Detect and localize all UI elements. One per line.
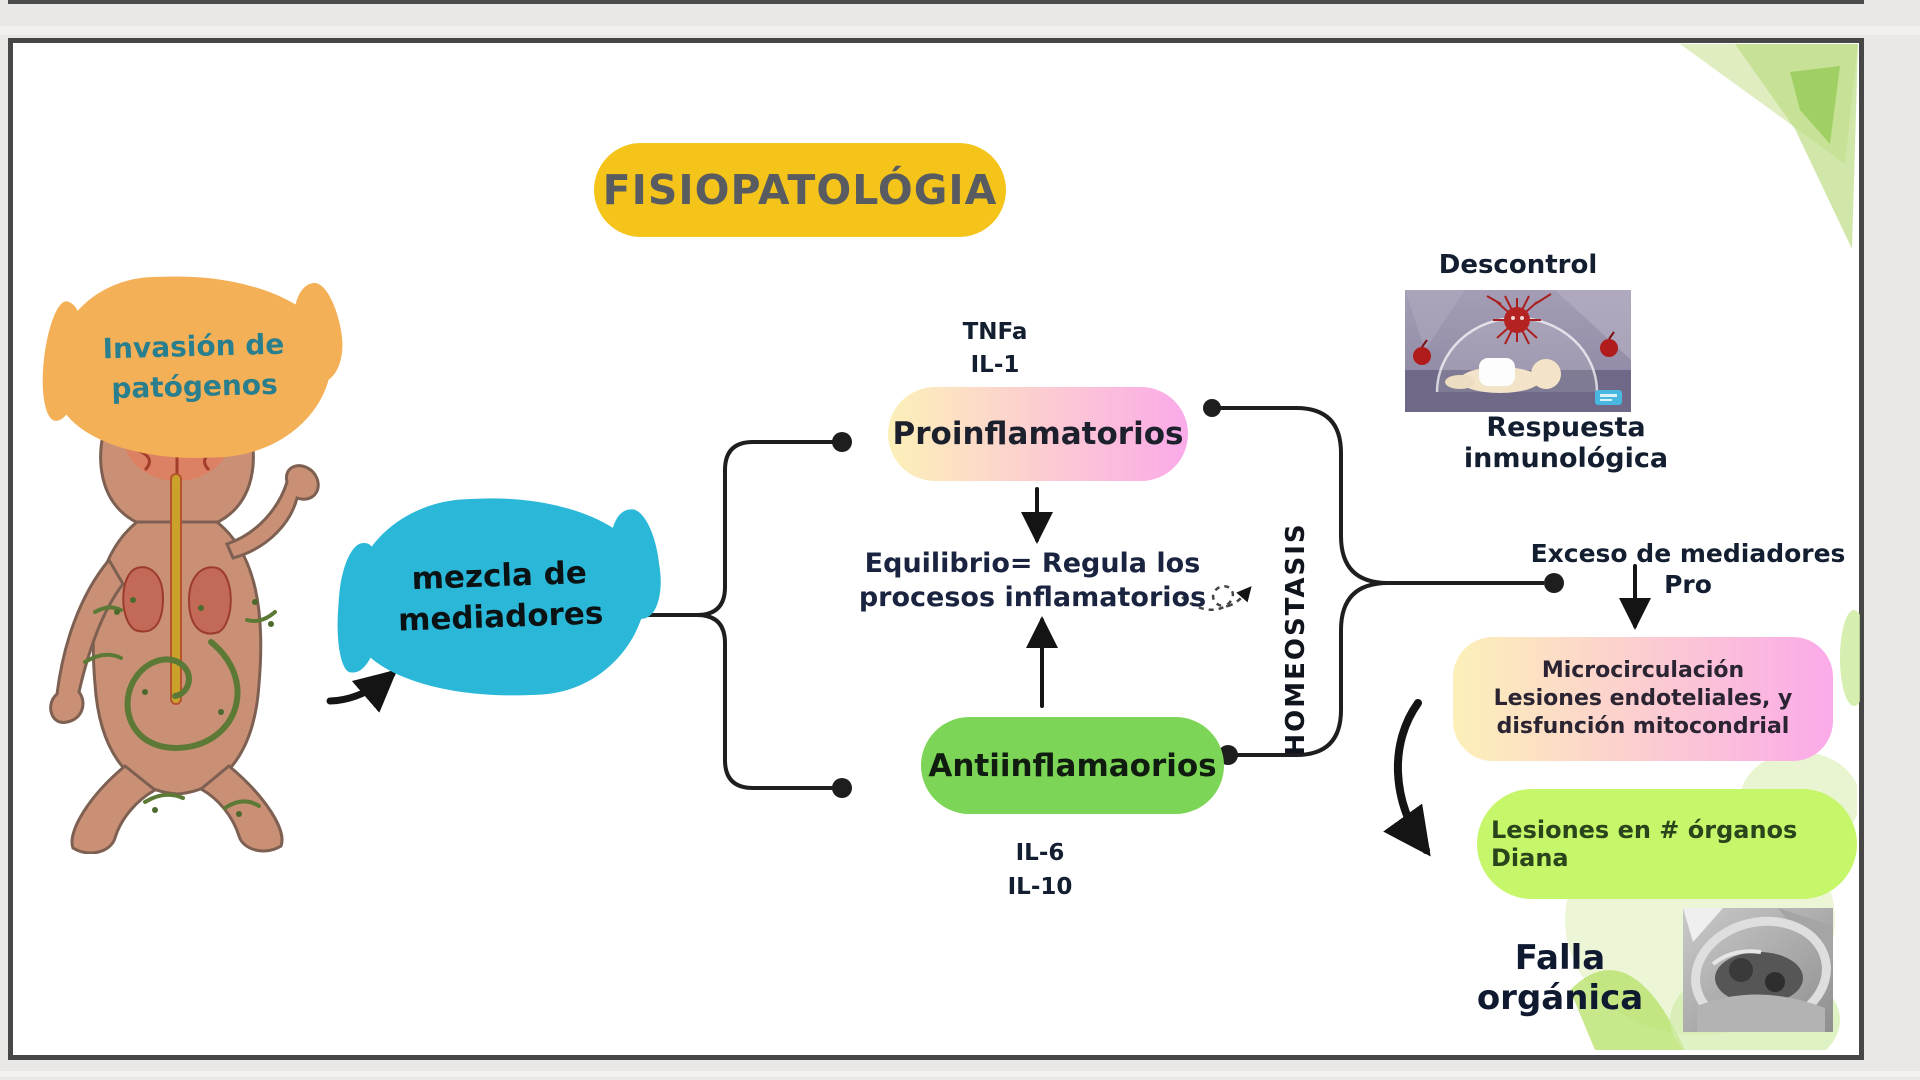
page-bottom-shadow	[0, 1071, 1920, 1077]
homeostasis-label: HOMEOSTASIS	[1281, 522, 1311, 756]
microcirculacion-label: Microcirculación Lesiones endoteliales, …	[1493, 658, 1793, 739]
falla-organica-image	[1683, 908, 1833, 1032]
descontrol-image	[1405, 290, 1631, 412]
descontrol-label: Descontrol	[1438, 250, 1598, 280]
previous-page-bottom-edge	[8, 0, 1864, 4]
microcirculacion-node: Microcirculación Lesiones endoteliales, …	[1453, 637, 1833, 761]
pro-mediators-label: TNFa IL-1	[962, 319, 1028, 378]
watercolor-splash-top-right	[1680, 44, 1858, 249]
page-title: FISIOPATOLÓGIA	[602, 166, 998, 214]
proinflamatorios-node: Proinflamatorios	[888, 387, 1188, 481]
falla-organica-label: Falla orgánica	[1476, 938, 1644, 1018]
lesiones-organos-label: Lesiones en # órganos Diana	[1491, 816, 1798, 872]
invasion-label: Invasión de patógenos	[102, 327, 285, 406]
antiinflamatorios-label: Antiinflamaorios	[928, 747, 1217, 784]
page-separator	[0, 26, 1920, 35]
proinflamatorios-label: Proinflamatorios	[892, 416, 1184, 452]
antiinflamatorios-node: Antiinflamaorios	[921, 717, 1224, 814]
anti-mediators-label: IL-6 IL-10	[1007, 840, 1073, 900]
mezcla-label: mezcla de mediadores	[397, 554, 604, 639]
equilibrio-label: Equilibrio= Regula los procesos inflamat…	[858, 548, 1207, 613]
title-pill: FISIOPATOLÓGIA	[594, 143, 1006, 237]
watercolor-splash-right-edge	[1840, 610, 1860, 706]
exceso-mediadores-label: Exceso de mediadores Pro	[1530, 539, 1846, 599]
lesiones-organos-node: Lesiones en # órganos Diana	[1477, 789, 1857, 899]
respuesta-inmunologica-label: Respuesta inmunológica	[1463, 412, 1669, 474]
